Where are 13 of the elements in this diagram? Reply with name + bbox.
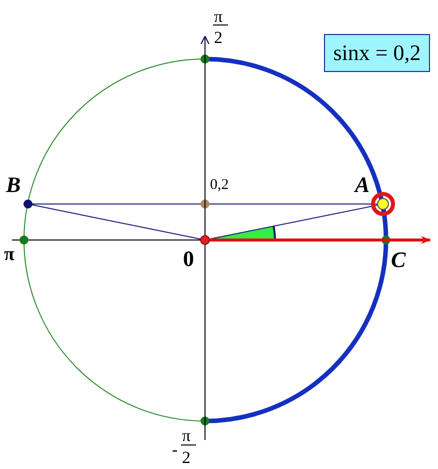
- pi-symbol: π: [182, 427, 191, 444]
- pi-symbol: π: [214, 8, 223, 25]
- origin-label: 0: [183, 248, 194, 270]
- fraction-denominator: 2: [182, 449, 190, 466]
- minus-sign: -: [172, 441, 178, 458]
- equation-box: [324, 34, 430, 72]
- equation-text: sinx = 0,2: [333, 40, 421, 66]
- fraction-denominator: 2: [214, 29, 222, 46]
- point-label: A: [355, 174, 370, 196]
- value-label: 0,2: [210, 178, 229, 193]
- point-label: C: [391, 249, 406, 271]
- point-label: B: [6, 174, 21, 196]
- pi-symbol: π: [4, 245, 14, 264]
